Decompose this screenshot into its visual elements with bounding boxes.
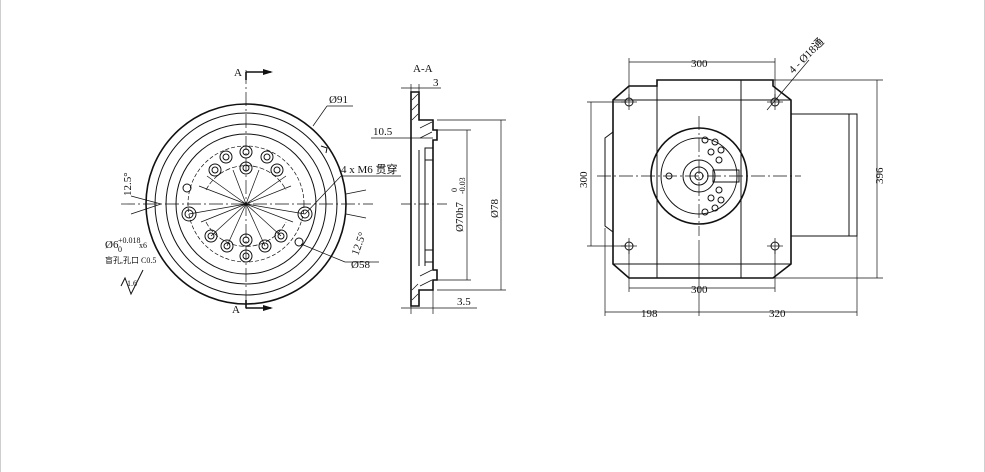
section-title: A-A [413, 63, 433, 75]
pcd-leader [300, 243, 346, 263]
inner-arc-lower [205, 221, 287, 247]
dim-top: 300 [691, 58, 708, 70]
section-arrow-top [245, 69, 273, 80]
flange-ring-circle [154, 112, 338, 296]
thread-leader [304, 175, 342, 215]
bolt-hole-right [297, 206, 313, 222]
dim-bottom-left: 198 [641, 308, 658, 320]
dim-78: Ø78 [489, 199, 501, 218]
dim-70: Ø70h7 [454, 202, 466, 232]
flange-boss-circle [175, 133, 317, 275]
dim-right: 396 [874, 167, 886, 184]
pin-holes-upper [208, 145, 284, 177]
inner-arc-upper [205, 165, 287, 191]
flange-notch [320, 145, 328, 154]
dim-10-5: 10.5 [373, 126, 393, 138]
section-mark-bottom: A [232, 304, 240, 316]
roughness-symbol [120, 269, 144, 296]
dim-bottom-right: 320 [769, 308, 786, 320]
pcd-label: Ø58 [351, 259, 370, 271]
section-mark-top: A [234, 67, 242, 79]
dia-outer-label: Ø91 [329, 94, 348, 106]
angle-lower-label: 12.5° [350, 231, 369, 257]
motor-flange-holes [665, 136, 725, 216]
dim-3: 3 [433, 77, 439, 89]
bolt-hole-right-inner [300, 209, 310, 219]
dim-70-tol-upper: 0 [450, 188, 459, 192]
bolt-hole-left-inner [184, 209, 194, 219]
dim-70-tol-lower: -0.03 [458, 177, 467, 194]
motor-left-lug [604, 131, 614, 233]
section-view: A-A 3 10.5 Ø70h7 0 [371, 63, 506, 314]
small-hole-right [294, 237, 304, 247]
thread-callout: 4 x M6 贯穿 [341, 162, 398, 176]
section-hatch [411, 93, 433, 301]
dim-3-5: 3.5 [457, 296, 471, 308]
section-arrow-bottom [245, 300, 273, 311]
motor-view: 300 4 - Ø18通 300 396 300 198 320 [578, 35, 886, 320]
radial-lines [188, 169, 306, 247]
pin-hole-label: Ø6 [105, 239, 119, 251]
front-view: A A Ø91 4 x M6 贯穿 12.5° 12.5° Ø58 Ø6 +0.… [105, 67, 401, 316]
gearbox-extension [791, 113, 858, 237]
flange-inner-ring [165, 123, 327, 285]
dia-outer-leader [312, 105, 328, 127]
pin-tol-upper: +0.018 [118, 236, 141, 245]
roughness-value: 1.6 [127, 279, 137, 288]
pin-count: x6 [139, 241, 147, 250]
bolt-hole-left [181, 206, 197, 222]
angle-upper-label: 12.5° [122, 172, 134, 196]
pin-tol-lower: 0 [118, 245, 122, 254]
pin-note: 盲孔,孔口 C0.5 [105, 255, 156, 265]
dim-holes: 4 - Ø18通 [786, 35, 827, 76]
dim-left: 300 [578, 171, 590, 188]
dim-bottom-inner: 300 [691, 284, 708, 296]
small-hole-left [182, 183, 192, 193]
section-outline [410, 91, 438, 307]
holes-leader [766, 59, 810, 111]
